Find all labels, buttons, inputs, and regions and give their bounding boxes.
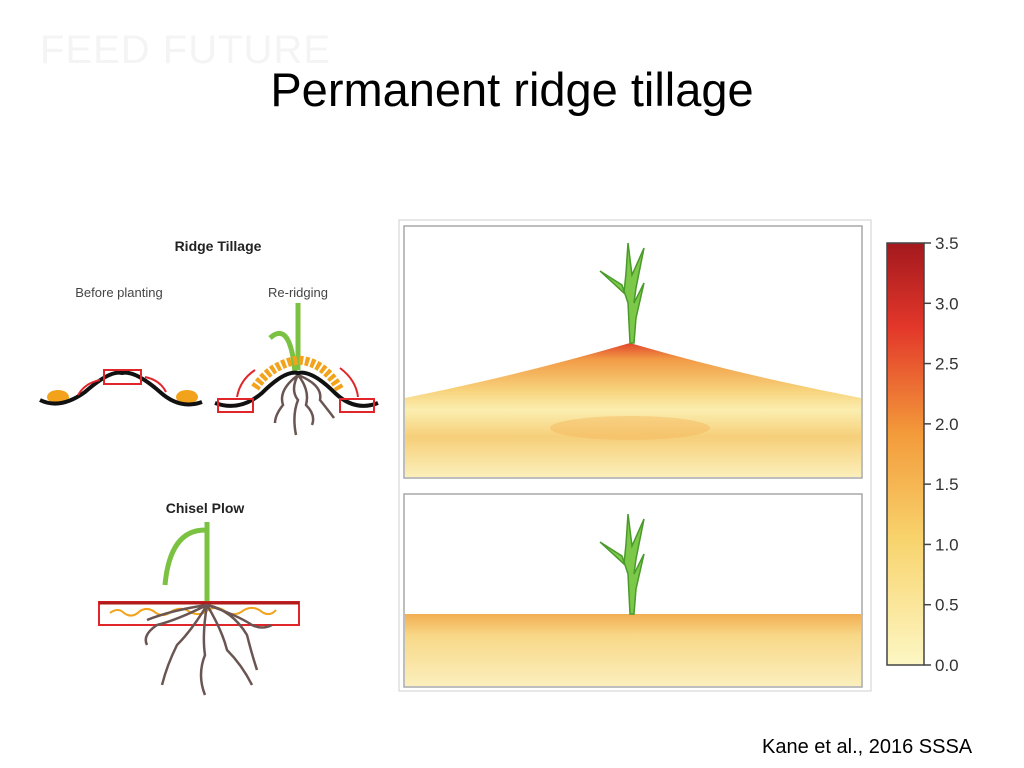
before-planting-ridge bbox=[39, 369, 203, 407]
colorbar-tick-label: 2.0 bbox=[935, 415, 959, 434]
citation: Kane et al., 2016 SSSA bbox=[762, 736, 973, 758]
colorbar-tick-label: 3.0 bbox=[935, 294, 959, 313]
colorbar-tick-label: 0.0 bbox=[935, 656, 959, 675]
colorbar-tick-label: 1.0 bbox=[935, 535, 959, 554]
ridge-tillage-heading: Ridge Tillage bbox=[175, 238, 262, 254]
colorbar-tick-label: 1.5 bbox=[935, 475, 959, 494]
colorbar-tick-label: 2.5 bbox=[935, 355, 959, 374]
colorbar-tick-label: 0.5 bbox=[935, 596, 959, 615]
chisel-plow-heading: Chisel Plow bbox=[166, 500, 245, 516]
colorbar: 0.0 0.5 1.0 1.5 2.0 2.5 3.0 3.5 bbox=[886, 234, 959, 675]
ridge-heatmap-panel bbox=[403, 225, 863, 479]
chisel-plow-diagram bbox=[98, 522, 300, 696]
slide-title: Permanent ridge tillage bbox=[270, 63, 754, 116]
re-ridging-label: Re-ridging bbox=[268, 285, 328, 300]
before-planting-label: Before planting bbox=[75, 285, 162, 300]
colorbar-tick-label: 3.5 bbox=[935, 234, 959, 253]
chisel-heatmap-panel bbox=[403, 493, 863, 688]
re-ridging-ridge bbox=[214, 303, 379, 436]
feed-future-watermark: FEED FUTURE bbox=[40, 28, 331, 72]
